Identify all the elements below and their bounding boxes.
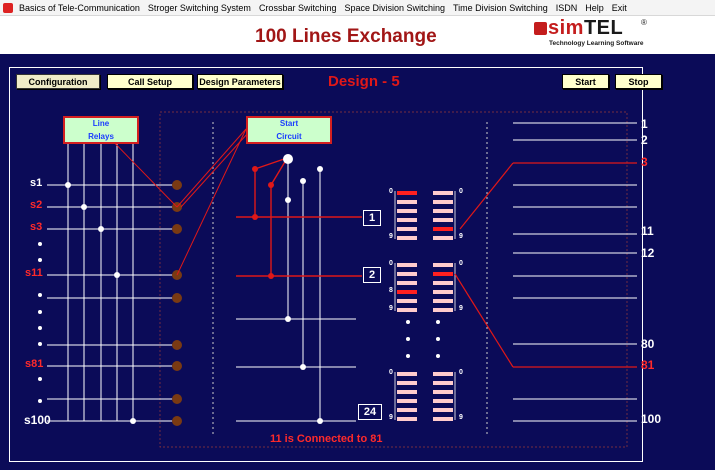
output-lines <box>513 122 637 422</box>
digit-label: 0 <box>389 188 393 195</box>
switching-area-outline <box>159 111 628 448</box>
digit-label: 9 <box>389 233 393 240</box>
start-button[interactable]: Start <box>562 74 609 89</box>
digit-selector-2 <box>397 263 453 312</box>
red-links-left <box>100 128 249 276</box>
menu-isdn[interactable]: ISDN <box>555 2 578 13</box>
digit-label: 8 <box>389 287 393 294</box>
design-parameters-button[interactable]: Design Parameters <box>197 74 283 89</box>
menu-time-division[interactable]: Time Division Switching <box>453 2 548 13</box>
digit-label: 9 <box>459 233 463 240</box>
output-label: 81 <box>641 358 655 372</box>
output-red-paths <box>454 162 637 368</box>
menu-crossbar[interactable]: Crossbar Switching <box>258 2 337 13</box>
digit-label: 9 <box>389 305 393 312</box>
logo-registered: ® <box>641 18 647 27</box>
logo-mark-icon <box>534 22 547 35</box>
digit-label: 0 <box>459 369 463 376</box>
output-label: 1 <box>641 117 648 131</box>
stop-button[interactable]: Stop <box>615 74 662 89</box>
subscriber-label: s3 <box>30 221 43 233</box>
digit-selector-1 <box>397 191 453 240</box>
subscriber-label: s1 <box>30 177 43 189</box>
output-label: 2 <box>641 133 648 147</box>
digit-label: 9 <box>459 305 463 312</box>
start-circuit-label-2: Circuit <box>276 132 302 141</box>
logo-tagline: Technology Learning Software <box>549 40 644 47</box>
menu-bar: Basics of Tele-Communication Stroger Swi… <box>0 0 715 16</box>
link-number-box: 24 <box>358 404 382 420</box>
call-setup-button[interactable]: Call Setup <box>107 74 193 89</box>
start-circuit-red <box>236 157 362 277</box>
digit-label: 9 <box>459 414 463 421</box>
logo-tel: TEL <box>583 17 624 39</box>
digit-label: 0 <box>389 369 393 376</box>
start-circuit-label-1: Start <box>279 119 299 128</box>
subscriber-lines <box>47 140 177 422</box>
app-icon <box>3 2 13 13</box>
configuration-button[interactable]: Configuration <box>16 74 100 89</box>
page-title: 100 Lines Exchange <box>255 26 437 47</box>
logo-sim: sim <box>548 17 584 39</box>
selector-ellipsis <box>406 320 440 358</box>
menu-stroger[interactable]: Stroger Switching System <box>147 2 251 13</box>
design-title: Design - 5 <box>328 73 400 90</box>
link-number-box: 2 <box>363 267 381 283</box>
brown-contacts <box>172 180 182 426</box>
menu-exit[interactable]: Exit <box>611 2 627 13</box>
digit-label: 9 <box>389 414 393 421</box>
relay-contact-dots <box>65 182 136 424</box>
start-circuit-dots <box>252 154 323 424</box>
menu-help[interactable]: Help <box>585 2 604 13</box>
subscriber-label: s81 <box>25 358 44 370</box>
menu-space-division[interactable]: Space Division Switching <box>344 2 446 13</box>
output-label: 12 <box>641 246 655 260</box>
logo-text: simTEL <box>548 17 623 40</box>
subscriber-ellipsis <box>38 242 42 403</box>
digit-label: 0 <box>389 260 393 267</box>
line-relays-box: Line Relays <box>63 116 139 144</box>
exchange-panel: Configuration Call Setup Design Paramete… <box>0 54 715 470</box>
digit-label: 0 <box>459 188 463 195</box>
simtel-logo: simTEL ® Technology Learning Software <box>534 17 654 52</box>
switching-diagram <box>38 111 637 448</box>
menu-basics[interactable]: Basics of Tele-Communication <box>19 2 140 13</box>
link-number-box: 1 <box>363 210 381 226</box>
subscriber-label: s100 <box>24 413 51 427</box>
panel-frame <box>9 67 643 462</box>
header: 100 Lines Exchange simTEL ® Technology L… <box>0 16 715 54</box>
output-label: 3 <box>641 155 648 169</box>
subscriber-label: s11 <box>25 267 43 279</box>
output-label: 11 <box>641 224 654 238</box>
line-relays-label-2: Relays <box>88 132 114 141</box>
digit-selector-24 <box>397 372 453 421</box>
digit-label: 0 <box>459 260 463 267</box>
start-circuit-box: Start Circuit <box>246 116 332 144</box>
line-relays-label-1: Line <box>92 119 110 128</box>
output-label: 80 <box>641 337 655 351</box>
start-circuit-lines <box>236 159 356 422</box>
digit-selector-frames <box>394 191 456 420</box>
connection-status: 11 is Connected to 81 <box>270 433 383 445</box>
output-label: 100 <box>641 412 662 426</box>
subscriber-label: s2 <box>30 199 43 211</box>
